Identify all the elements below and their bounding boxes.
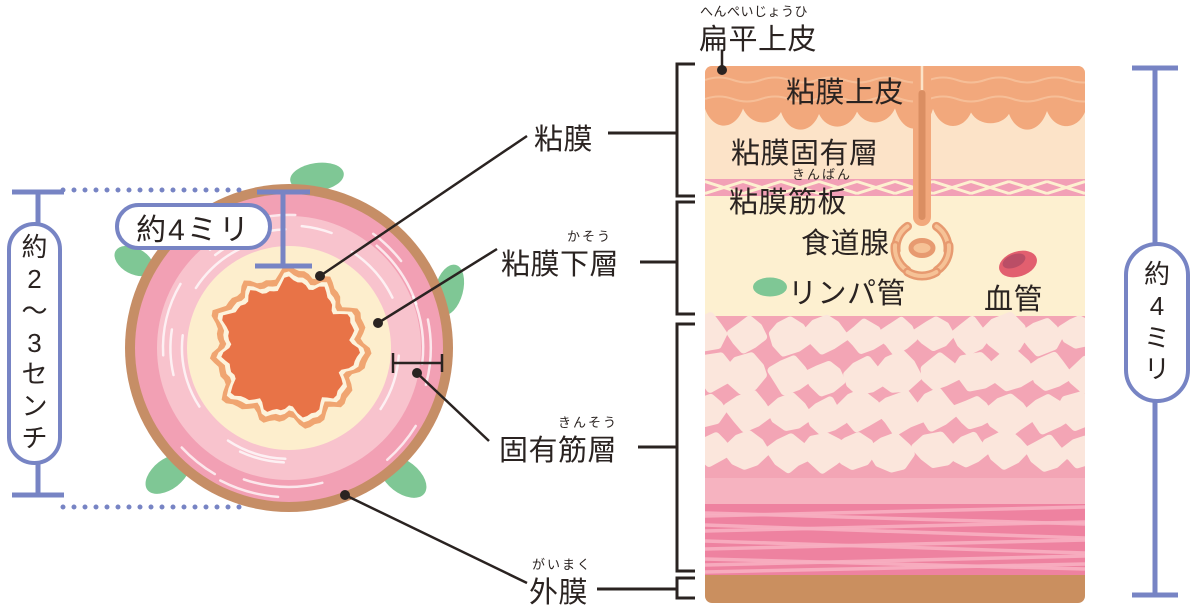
leader-muscularis xyxy=(416,372,490,442)
blood-vessel-inner xyxy=(1002,253,1026,269)
wall-thickness-label-left: 約4ミリ xyxy=(136,213,251,247)
dot-muscularis xyxy=(412,368,422,378)
bracket-adventitia xyxy=(675,576,695,600)
layer-adventitia xyxy=(705,575,1085,603)
label-mucosal-epithelium: 粘膜上皮 xyxy=(786,77,905,109)
label-mucosa: 粘膜 xyxy=(534,124,594,156)
leader-adventitia xyxy=(344,493,528,585)
blood-vessel-shape xyxy=(999,250,1037,278)
label-adventitia: 外膜 xyxy=(529,577,589,608)
label-submucosa: 粘膜下層 xyxy=(501,249,620,281)
label-lamina-propria: 粘膜固有層 xyxy=(731,138,879,170)
label-blood-vessel: 血管 xyxy=(984,284,1044,316)
dot-squamous xyxy=(717,65,727,75)
esophagus-cross-section xyxy=(125,184,453,512)
bracket-mucosa xyxy=(675,62,695,198)
muscle-streaks xyxy=(161,213,433,499)
furigana-squamous-epithelium: へんぺいじょうひ xyxy=(700,4,809,19)
muscle-bundle-cobbles xyxy=(705,312,1085,474)
bracket-submucosa xyxy=(675,200,695,316)
epithelium-texture-lines xyxy=(705,76,1085,103)
layer-muscularis-mucosae xyxy=(705,179,1085,196)
wall-layers-panel xyxy=(705,66,1085,603)
esophageal-gland-shape xyxy=(890,221,954,281)
lymph-node-upper-left xyxy=(114,245,154,277)
furigana-submucosa: かそう xyxy=(567,229,613,244)
leader-mucosa xyxy=(319,134,528,278)
lymph-node-top xyxy=(290,162,344,192)
dot-adventitia xyxy=(340,490,350,500)
label-muscularis-propria: 固有筋層 xyxy=(499,435,618,467)
muscle-crosshatch-streaks xyxy=(705,505,1085,574)
wall-thickness-box-left: 約4ミリ xyxy=(115,203,272,250)
label-lymphatic-vessel: リンパ管 xyxy=(788,278,907,310)
muscle-thickness-ibeam xyxy=(391,353,444,373)
label-muscularis-mucosae: 粘膜筋板 xyxy=(729,187,848,219)
wall-thickness-ibeam-left xyxy=(255,189,312,269)
gland-duct-channel xyxy=(918,90,926,220)
furigana-adventitia: がいまく xyxy=(532,557,593,572)
leader-dots xyxy=(315,65,727,500)
bracket-muscularis xyxy=(675,322,695,573)
leader-submucosa xyxy=(377,247,498,325)
layer-brackets xyxy=(597,62,695,600)
furigana-muscularis-mucosae: きんばん xyxy=(792,167,853,182)
dot-mucosa xyxy=(315,271,325,281)
label-esophageal-gland: 食道腺 xyxy=(801,228,890,260)
lymphatic-vessel-shape xyxy=(753,277,787,297)
label-squamous-epithelium: 扁平上皮 xyxy=(699,24,818,56)
muscle-plain-band xyxy=(705,478,1085,504)
leader-lines xyxy=(319,50,724,585)
dot-submucosa xyxy=(373,318,383,328)
mucosa-lumen xyxy=(221,276,360,418)
furigana-muscularis-propria: きんそう xyxy=(558,415,619,430)
